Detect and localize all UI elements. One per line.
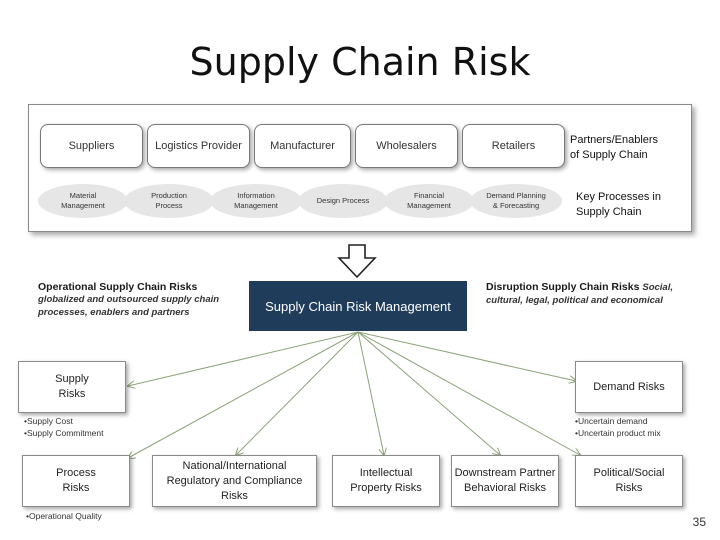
partner-wholesalers: Wholesalers <box>355 124 458 168</box>
partner-logistics-provider: Logistics Provider <box>147 124 250 168</box>
arrow-to-political <box>357 331 580 455</box>
supply-risks-bullets: •Supply Cost •Supply Commitment <box>24 415 104 439</box>
partners-label: Partners/Enablers of Supply Chain <box>570 134 659 161</box>
process-material-management: Material Management <box>38 184 128 218</box>
arrow-to-downstream <box>357 331 500 455</box>
process-design-process: Design Process <box>298 184 388 218</box>
demand-risks-box: Demand Risks <box>575 361 683 413</box>
demand-bullet-uncertain-mix: •Uncertain product mix <box>575 428 661 438</box>
process-risks-bullets: •Operational Quality <box>26 510 102 522</box>
supply-bullet-cost: •Supply Cost <box>24 416 73 426</box>
supply-chain-risk-management-box: Supply Chain Risk Management <box>249 281 467 331</box>
disruption-risks-description: cultural, legal, political and economica… <box>486 295 663 306</box>
downstream-partner-risks-box: Downstream Partner Behavioral Risks <box>451 455 559 507</box>
partner-suppliers: Suppliers <box>40 124 143 168</box>
process-information-management: Information Management <box>210 184 302 218</box>
page-title: Supply Chain Risk <box>189 40 531 84</box>
process-bullet-operational-quality: •Operational Quality <box>26 511 102 521</box>
process-risks-box: Process Risks <box>22 455 130 507</box>
demand-risks-bullets: •Uncertain demand •Uncertain product mix <box>575 415 661 439</box>
operational-risks-block: Operational Supply Chain Risks globalize… <box>38 281 243 319</box>
national-regulatory-risks-box: National/International Regulatory and Co… <box>152 455 317 507</box>
arrow-to-ip <box>357 331 384 455</box>
process-financial-management: Financial Management <box>384 184 474 218</box>
disruption-risks-heading: Disruption Supply Chain Risks <box>486 281 640 293</box>
intellectual-property-risks-box: Intellectual Property Risks <box>332 455 440 507</box>
supply-bullet-commitment: •Supply Commitment <box>24 428 104 438</box>
arrow-to-process <box>128 331 359 458</box>
political-social-risks-box: Political/Social Risks <box>575 455 683 507</box>
process-production-process: Production Process <box>124 184 214 218</box>
demand-bullet-uncertain-demand: •Uncertain demand <box>575 416 648 426</box>
processes-label: Key Processes in Supply Chain <box>576 191 661 218</box>
arrow-to-national <box>236 331 359 455</box>
disruption-risks-inline: Social, <box>642 282 673 293</box>
partner-retailers: Retailers <box>462 124 565 168</box>
arrow-to-supply <box>128 331 359 386</box>
operational-risks-description: globalized and outsourced supply chain p… <box>38 294 220 318</box>
arrow-to-demand <box>357 331 576 381</box>
supply-risks-box: Supply Risks <box>18 361 126 413</box>
page-number: 35 <box>692 515 706 529</box>
down-arrow-icon <box>337 244 377 279</box>
operational-risks-heading: Operational Supply Chain Risks <box>38 281 198 293</box>
partner-manufacturer: Manufacturer <box>254 124 351 168</box>
process-demand-planning: Demand Planning & Forecasting <box>470 184 562 218</box>
disruption-risks-block: Disruption Supply Chain Risks Social, cu… <box>486 281 691 307</box>
